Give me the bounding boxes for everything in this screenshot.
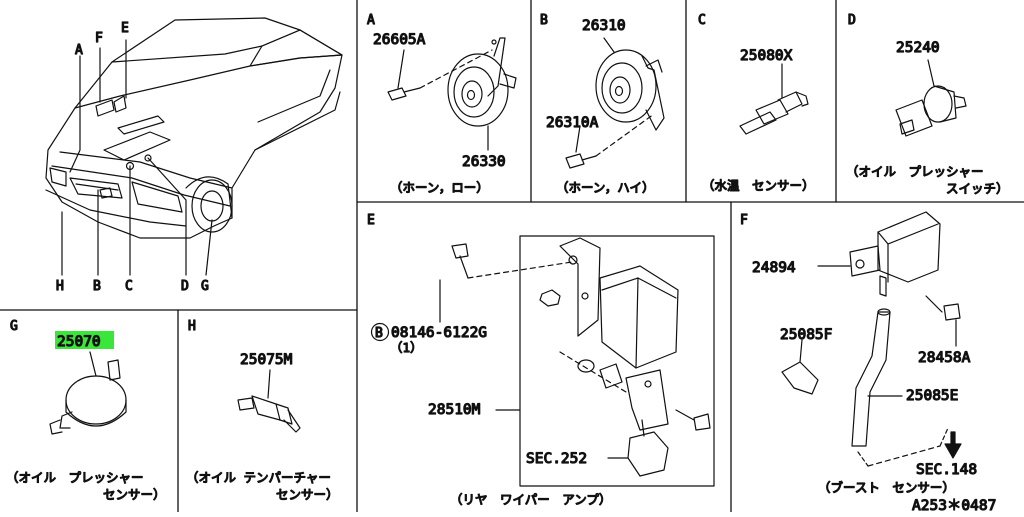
caption-rear-wiper-amp: （リヤ ワイパー アンプ） — [450, 492, 611, 507]
part-25085e: 25085E — [906, 388, 958, 404]
callout-b: B — [93, 279, 101, 294]
bolt-marker-letter: B — [375, 326, 383, 341]
part-highlight — [55, 331, 114, 349]
part-28458a: 28458A — [918, 350, 971, 366]
panel-d-letter: D — [848, 13, 856, 28]
panel-f-letter: F — [740, 213, 748, 228]
horn-high-drawing — [565, 37, 665, 169]
caption-horn-low: （ホーン，ロー） — [390, 180, 489, 195]
car-overview-drawing — [45, 17, 343, 276]
part-25075m: 25075M — [240, 352, 293, 368]
oil-temp-sensor-drawing — [237, 369, 301, 433]
caption-water-temp: （水温 センサー） — [702, 178, 815, 193]
part-08146-6122g: 08146-6122G — [391, 325, 487, 341]
caption-boost-sensor: （ブースト センサー） — [818, 480, 955, 495]
callout-a: A — [75, 43, 83, 58]
part-24894: 24894 — [752, 260, 796, 276]
callout-e: E — [121, 21, 129, 36]
callout-f: F — [95, 31, 103, 46]
bolt-reference-marker — [370, 322, 390, 342]
part-28510m: 28510M — [428, 402, 481, 418]
part-26330: 26330 — [462, 154, 506, 170]
callout-c: C — [125, 279, 133, 294]
part-25070: 25070 — [57, 334, 101, 350]
part-26310a: 26310A — [546, 115, 599, 131]
part-quantity: （1） — [390, 340, 423, 355]
caption-oil-temp-sensor-1: （オイル テンパーチャー — [186, 470, 331, 485]
caption-oil-pressure-sensor-2: センサー） — [103, 487, 166, 502]
panel-g-letter: G — [10, 319, 18, 334]
part-sec-252: SEC.252 — [526, 451, 587, 467]
part-25080x: 25080X — [740, 48, 793, 64]
callout-h: H — [56, 279, 64, 294]
part-25240: 25240 — [896, 40, 940, 56]
caption-oil-pressure-switch-2: スイッチ） — [946, 181, 1009, 196]
caption-oil-temp-sensor-2: センサー） — [276, 487, 339, 502]
panel-a-letter: A — [367, 13, 375, 28]
boost-sensor-drawing — [781, 211, 961, 467]
oil-pressure-switch-drawing — [895, 59, 967, 137]
callout-g: G — [201, 279, 209, 294]
panel-h-letter: H — [188, 319, 196, 334]
horn-low-drawing — [387, 37, 517, 151]
panel-c-letter: C — [698, 13, 706, 28]
rear-wiper-amp-drawing — [439, 235, 715, 487]
oil-pressure-sensor-drawing — [49, 351, 127, 435]
water-temp-sensor-drawing — [739, 63, 809, 135]
part-25085f: 25085F — [780, 327, 832, 343]
panel-e-letter: E — [367, 213, 375, 228]
part-26605a: 26605A — [373, 32, 426, 48]
caption-horn-high: （ホーン，ハイ） — [556, 180, 655, 195]
callout-d: D — [181, 279, 189, 294]
caption-oil-pressure-sensor-1: （オイル プレッシャー — [6, 470, 144, 485]
diagram-code: A253＊0487 — [912, 498, 996, 512]
part-26310: 26310 — [582, 18, 626, 34]
part-sec-148: SEC.148 — [916, 462, 977, 478]
panel-b-letter: B — [540, 13, 548, 28]
caption-oil-pressure-switch-1: （オイル プレッシャー — [846, 164, 984, 179]
sec-148-arrow — [944, 431, 962, 459]
